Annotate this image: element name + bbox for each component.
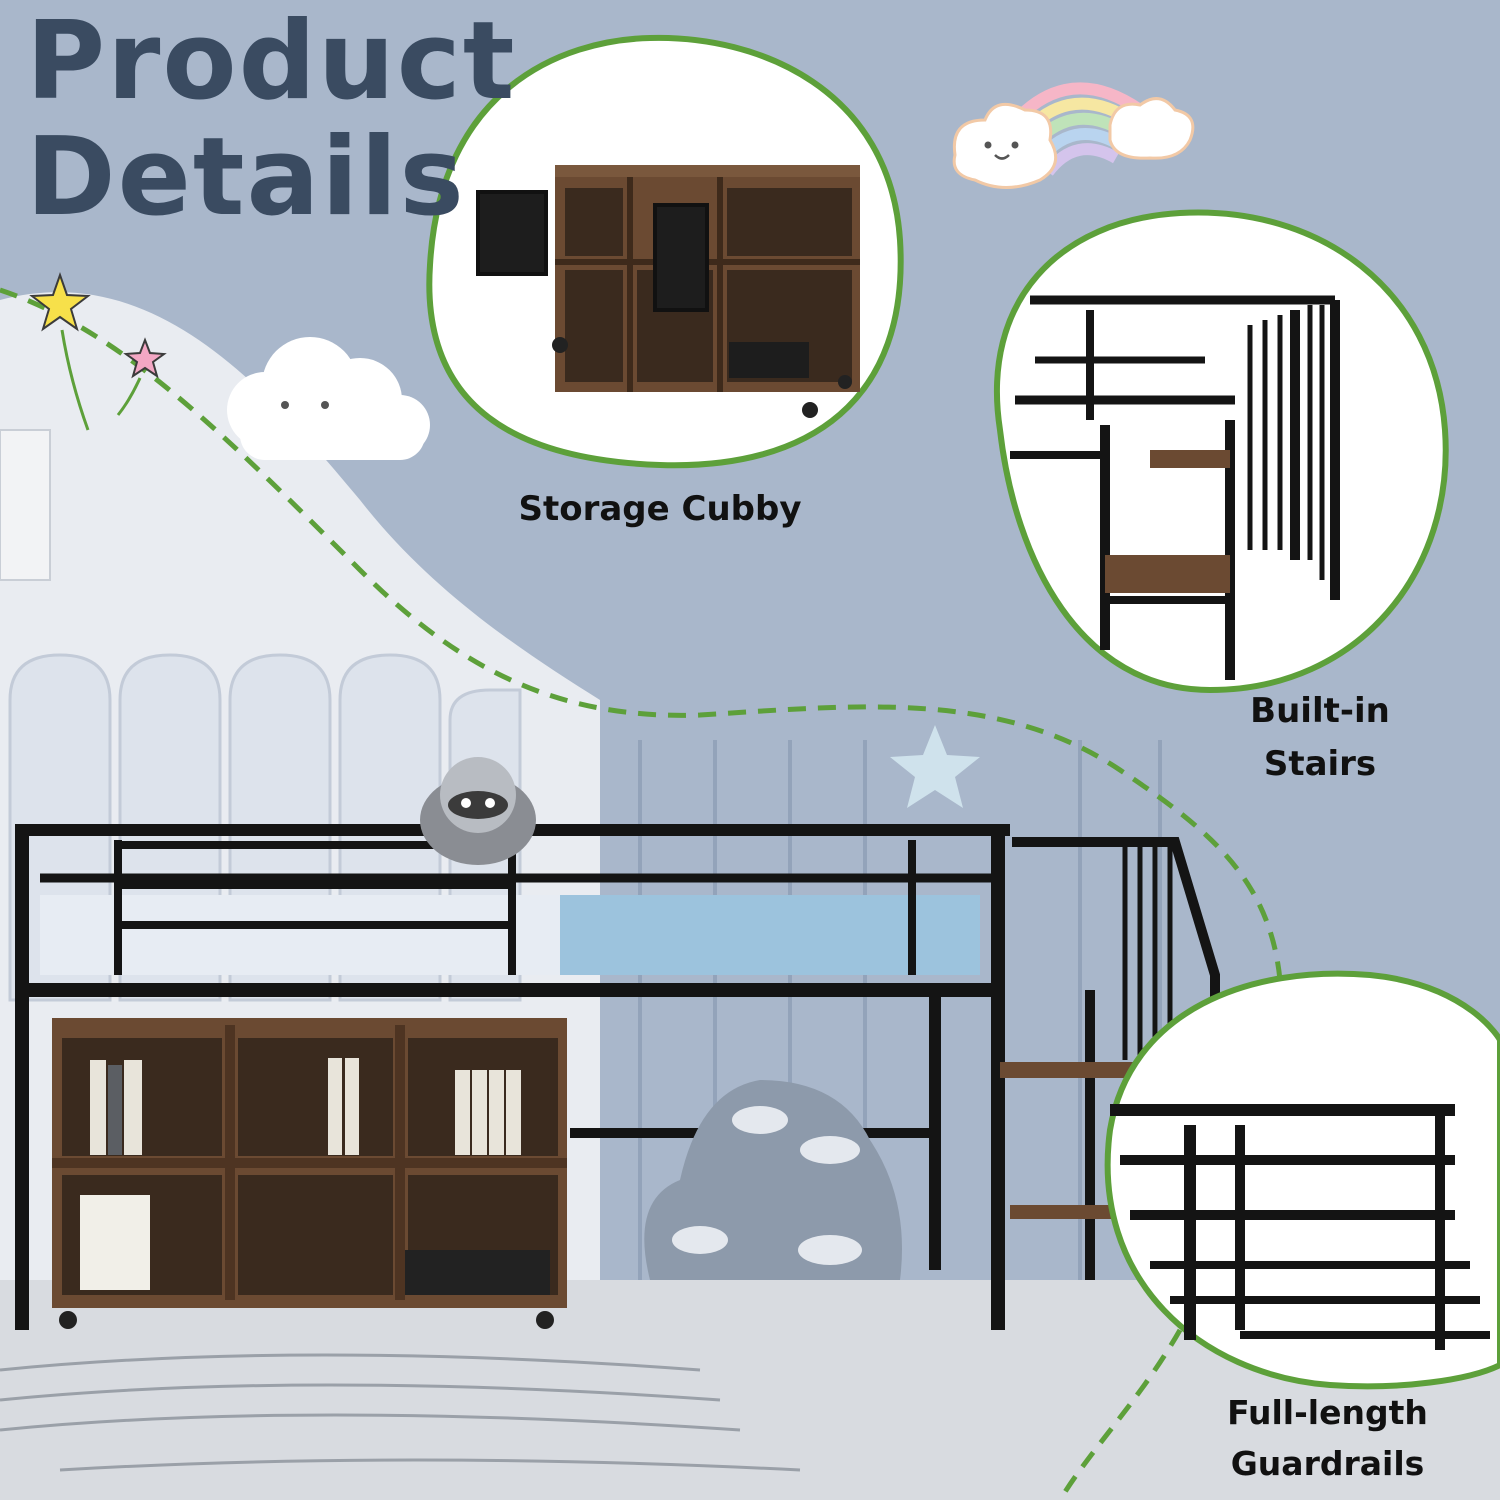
caption-storage-cubby: Storage Cubby bbox=[510, 488, 810, 531]
stair-step bbox=[1105, 555, 1230, 593]
caption-full-length-guardrails: Full-length Guardrails bbox=[1190, 1392, 1465, 1485]
stairs-illustration bbox=[1010, 295, 1340, 680]
wall-shelf bbox=[0, 429, 51, 581]
stair-step bbox=[1000, 1062, 1145, 1078]
caption-guardrails-line-1: Full-length bbox=[1227, 1393, 1428, 1432]
raccoon-plush bbox=[420, 757, 536, 865]
caption-built-in-stairs: Built-in Stairs bbox=[1200, 690, 1440, 785]
cloud-icon bbox=[227, 337, 430, 460]
storage-cabinet bbox=[52, 1018, 567, 1329]
stair-step bbox=[1010, 1205, 1120, 1219]
dashed-path-bottom bbox=[1057, 1328, 1183, 1500]
cabinet-illustration bbox=[476, 165, 860, 418]
bean-bag bbox=[644, 1080, 902, 1280]
stair-step bbox=[1150, 450, 1230, 468]
caption-storage-cubby-text: Storage Cubby bbox=[518, 489, 802, 529]
cloud-icon bbox=[952, 97, 1195, 189]
rug-lines bbox=[0, 1353, 801, 1472]
caption-stairs-line-1: Built-in bbox=[1250, 691, 1390, 731]
heading-line-1: Product bbox=[26, 0, 517, 124]
guardrail-illustration bbox=[1110, 1104, 1490, 1350]
star-icon bbox=[29, 271, 91, 332]
star-icon bbox=[123, 337, 167, 379]
star-icon bbox=[890, 725, 980, 808]
caption-guardrails-line-2: Guardrails bbox=[1230, 1444, 1425, 1484]
caption-stairs-line-2: Stairs bbox=[1263, 743, 1377, 784]
dashed-path bbox=[0, 287, 1283, 981]
heading-line-2: Details bbox=[26, 115, 466, 240]
loft-bed bbox=[15, 824, 1220, 1330]
rug bbox=[0, 1280, 1500, 1500]
